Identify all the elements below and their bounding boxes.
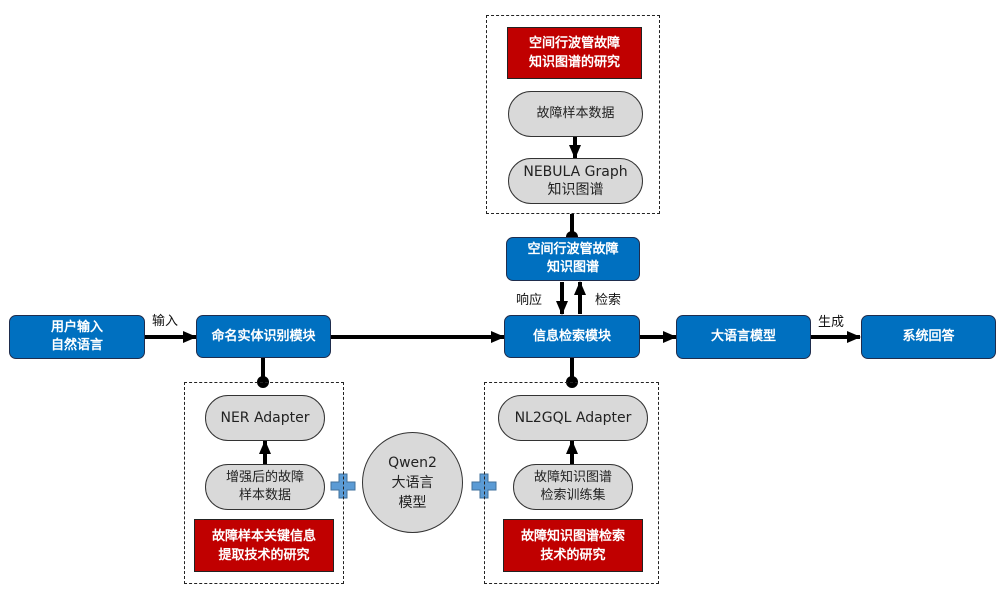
- ner-adapter-node: NER Adapter: [205, 395, 325, 441]
- left-group-frame: [184, 382, 344, 584]
- edge-label-generate: 生成: [818, 315, 845, 330]
- enhanced-fault-data-node: 增强后的故障 样本数据: [205, 464, 325, 510]
- llm-node: 大语言模型: [676, 315, 811, 359]
- fault-sample-data-node: 故障样本数据: [508, 91, 643, 137]
- info-retrieval-node: 信息检索模块: [504, 315, 640, 358]
- top-group-frame: [486, 15, 660, 214]
- kg-retrieval-trainset-node: 故障知识图谱 检索训练集: [513, 464, 633, 510]
- user-input-node: 用户输入 自然语言: [9, 315, 145, 359]
- right-group-frame: [484, 382, 659, 584]
- edge-label-response: 响应: [516, 293, 543, 308]
- ner-module-node: 命名实体识别模块: [196, 315, 331, 358]
- kg-retrieval-research-title: 故障知识图谱检索 技术的研究: [503, 519, 643, 572]
- nl2gql-adapter-node: NL2GQL Adapter: [498, 395, 648, 441]
- kg-research-title: 空间行波管故障 知识图谱的研究: [507, 27, 642, 79]
- qwen2-llm-node: Qwen2 大语言 模型: [362, 432, 463, 533]
- key-info-extraction-title: 故障样本关键信息 提取技术的研究: [194, 519, 334, 572]
- knowledge-graph-node: 空间行波管故障 知识图谱: [506, 237, 640, 281]
- edge-label-retrieve: 检索: [595, 293, 622, 308]
- system-answer-node: 系统回答: [861, 315, 996, 359]
- edge-label-input: 输入: [152, 314, 179, 329]
- nebula-graph-node: NEBULA Graph 知识图谱: [508, 158, 643, 204]
